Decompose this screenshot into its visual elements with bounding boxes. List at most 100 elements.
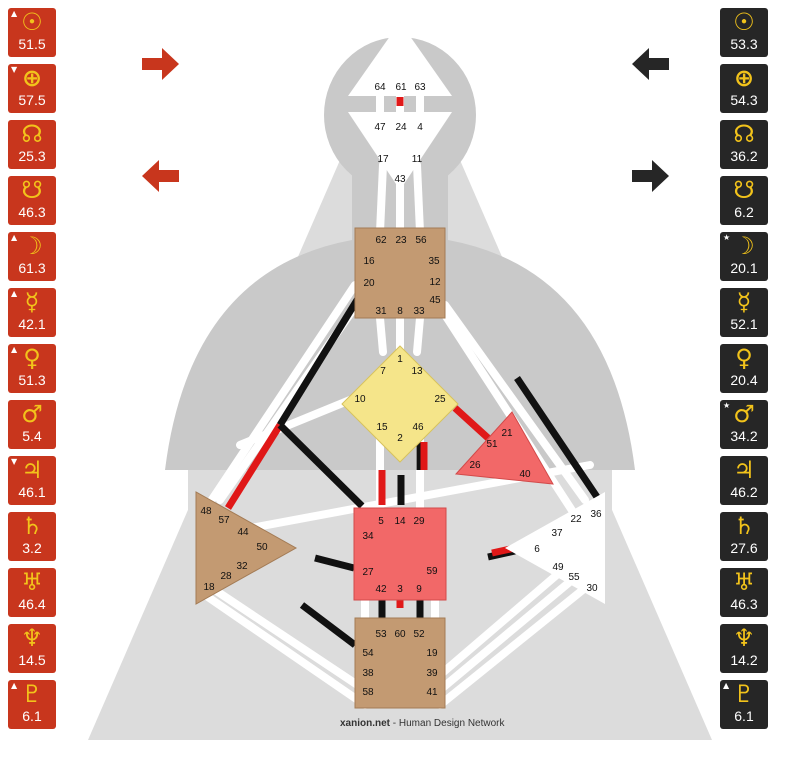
activation-value: 42.1 <box>18 316 46 332</box>
g-center <box>341 345 459 463</box>
gate-32: 32 <box>236 561 248 572</box>
mercury-icon: ☿ <box>736 288 752 316</box>
gate-45: 45 <box>429 295 441 306</box>
personality-tile-earth[interactable]: ⊕54.3 <box>720 64 768 113</box>
gate-64: 64 <box>374 82 386 93</box>
activation-value: 14.5 <box>18 652 46 668</box>
design-tile-mercury[interactable]: ▲☿42.1 <box>8 288 56 337</box>
earth-icon: ⊕ <box>733 64 755 92</box>
activation-value: 6.1 <box>734 708 754 724</box>
arrow-left-icon <box>632 48 669 80</box>
gate-57: 57 <box>218 515 230 526</box>
design-tile-jupiter[interactable]: ▼♃46.1 <box>8 456 56 505</box>
personality-tile-jupiter[interactable]: ♃46.2 <box>720 456 768 505</box>
arrow-right-icon <box>142 48 179 80</box>
design-column: ▲☉51.5▼⊕57.5☊25.3☋46.3▲☽61.3▲☿42.1▲♀51.3… <box>8 8 56 736</box>
design-tile-pluto[interactable]: ▲♇6.1 <box>8 680 56 729</box>
footer-text: - Human Design Network <box>390 718 505 729</box>
gate-16: 16 <box>363 256 375 267</box>
gate-21: 21 <box>501 428 513 439</box>
exaltation-marker: ▲ <box>11 233 18 242</box>
design-tile-uranus[interactable]: ♅46.4 <box>8 568 56 617</box>
gate-5: 5 <box>378 516 384 527</box>
personality-tile-mars[interactable]: ★♂34.2 <box>720 400 768 449</box>
personality-tile-neptune[interactable]: ♆14.2 <box>720 624 768 673</box>
personality-tile-sun[interactable]: ☉53.3 <box>720 8 768 57</box>
activation-value: 61.3 <box>18 260 46 276</box>
gate-30: 30 <box>586 583 598 594</box>
gate-29: 29 <box>413 516 425 527</box>
exaltation-marker: ▼ <box>11 457 18 466</box>
venus-icon: ♀ <box>735 344 753 372</box>
footer-site[interactable]: xanion.net <box>340 718 391 729</box>
sun-icon: ☉ <box>21 8 43 36</box>
gate-28: 28 <box>220 571 232 582</box>
north-node-icon: ☊ <box>21 120 43 148</box>
activation-value: 6.2 <box>734 204 754 220</box>
gate-37: 37 <box>551 528 563 539</box>
gate-18: 18 <box>203 582 215 593</box>
earth-icon: ⊕ <box>21 64 43 92</box>
personality-tile-saturn[interactable]: ♄27.6 <box>720 512 768 561</box>
south-node-icon: ☋ <box>21 176 43 204</box>
design-tile-venus[interactable]: ▲♀51.3 <box>8 344 56 393</box>
footer-credit: xanion.net - Human Design Network <box>340 718 540 729</box>
personality-tile-south-node[interactable]: ☋6.2 <box>720 176 768 225</box>
activation-value: 51.5 <box>18 36 46 52</box>
solar-plexus-center <box>505 492 605 604</box>
saturn-icon: ♄ <box>733 512 755 540</box>
activation-value: 34.2 <box>730 428 758 444</box>
head-center <box>348 22 452 96</box>
gate-33: 33 <box>413 306 425 317</box>
pluto-icon: ♇ <box>733 680 755 708</box>
personality-tile-north-node[interactable]: ☊36.2 <box>720 120 768 169</box>
gate-62: 62 <box>375 235 387 246</box>
gate-50: 50 <box>256 542 268 553</box>
personality-tile-uranus[interactable]: ♅46.3 <box>720 568 768 617</box>
sacral-center <box>353 507 447 601</box>
activation-value: 53.3 <box>730 36 758 52</box>
gate-60: 60 <box>394 629 406 640</box>
personality-tile-venus[interactable]: ♀20.4 <box>720 344 768 393</box>
gate-38: 38 <box>362 668 374 679</box>
gate-9: 9 <box>416 584 422 595</box>
ego-center <box>454 411 554 485</box>
gate-53: 53 <box>375 629 387 640</box>
personality-tile-mercury[interactable]: ☿52.1 <box>720 288 768 337</box>
design-tile-sun[interactable]: ▲☉51.5 <box>8 8 56 57</box>
personality-tile-moon[interactable]: ★☽20.1 <box>720 232 768 281</box>
design-tile-neptune[interactable]: ♆14.5 <box>8 624 56 673</box>
gate-17: 17 <box>377 154 389 165</box>
gate-27: 27 <box>362 567 374 578</box>
gate-49: 49 <box>552 562 564 573</box>
design-tile-moon[interactable]: ▲☽61.3 <box>8 232 56 281</box>
personality-tile-pluto[interactable]: ▲♇6.1 <box>720 680 768 729</box>
activation-value: 46.1 <box>18 484 46 500</box>
jupiter-icon: ♃ <box>733 456 755 484</box>
activation-value: 3.2 <box>22 540 42 556</box>
gate-15: 15 <box>376 422 388 433</box>
gate-52: 52 <box>413 629 425 640</box>
design-tile-south-node[interactable]: ☋46.3 <box>8 176 56 225</box>
gate-47: 47 <box>374 122 386 133</box>
design-tile-earth[interactable]: ▼⊕57.5 <box>8 64 56 113</box>
gate-40: 40 <box>519 469 531 480</box>
sun-icon: ☉ <box>733 8 755 36</box>
gate-26: 26 <box>469 460 481 471</box>
gate-1: 1 <box>397 354 403 365</box>
gate-63: 63 <box>414 82 426 93</box>
design-tile-north-node[interactable]: ☊25.3 <box>8 120 56 169</box>
activation-value: 14.2 <box>730 652 758 668</box>
throat-center <box>354 227 446 319</box>
design-tile-mars[interactable]: ♂5.4 <box>8 400 56 449</box>
gate-19: 19 <box>426 648 438 659</box>
activation-value: 52.1 <box>730 316 758 332</box>
design-tile-saturn[interactable]: ♄3.2 <box>8 512 56 561</box>
activation-value: 46.2 <box>730 484 758 500</box>
activation-value: 27.6 <box>730 540 758 556</box>
gate-41: 41 <box>426 687 438 698</box>
gate-7: 7 <box>380 366 386 377</box>
moon-icon: ☽ <box>21 232 43 260</box>
activation-value: 46.4 <box>18 596 46 612</box>
